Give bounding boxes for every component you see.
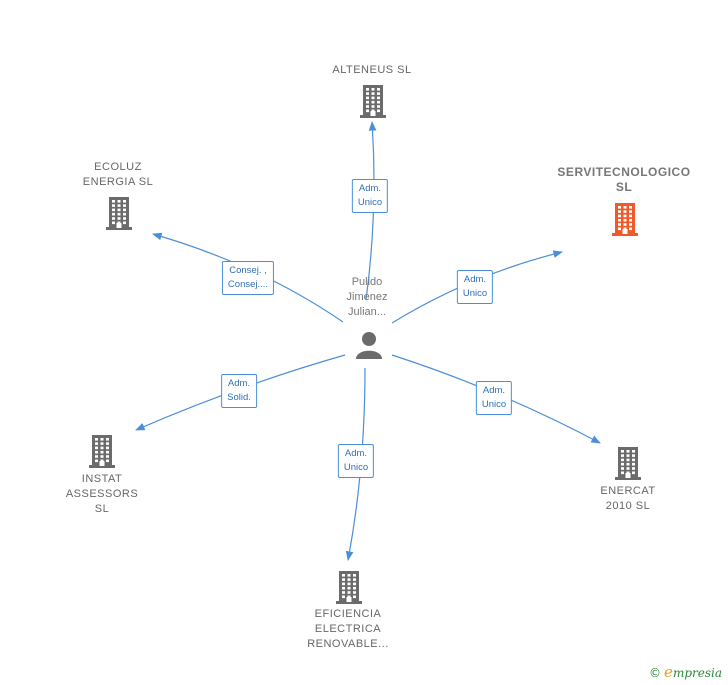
- building-icon[interactable]: [611, 202, 639, 236]
- building-icon[interactable]: [88, 434, 116, 468]
- building-icon[interactable]: [359, 84, 387, 118]
- node-label-ecoluz[interactable]: ECOLUZ ENERGIA SL: [82, 161, 154, 188]
- edge-label-alteneus[interactable]: Adm. Unico: [351, 179, 389, 213]
- building-icon[interactable]: [335, 570, 363, 604]
- copyright-symbol: ©: [649, 666, 662, 680]
- node-label-alteneus[interactable]: ALTENEUS SL: [332, 64, 412, 76]
- node-label-servitecnologico[interactable]: SERVITECNOLOGICO SL: [557, 165, 691, 194]
- edge-label-instat[interactable]: Adm. Solid.: [221, 374, 257, 408]
- node-label-eficiencia[interactable]: EFICIENCIA ELECTRICA RENOVABLE...: [307, 608, 389, 650]
- building-icon[interactable]: [105, 196, 133, 230]
- edge-label-enercat[interactable]: Adm. Unico: [475, 381, 513, 415]
- person-icon[interactable]: [354, 330, 384, 360]
- building-icon[interactable]: [614, 446, 642, 480]
- edge-label-ecoluz[interactable]: Consej. , Consej....: [221, 261, 275, 295]
- center-person-label[interactable]: Pulido Jimenez Julian...: [346, 276, 388, 318]
- brand-name: mpresia: [672, 666, 722, 680]
- node-label-instat[interactable]: INSTAT ASSESSORS SL: [65, 473, 139, 515]
- footer-brand[interactable]: ©empresia: [649, 663, 722, 681]
- node-label-enercat[interactable]: ENERCAT 2010 SL: [600, 485, 656, 512]
- edge-label-servitecnologico[interactable]: Adm. Unico: [456, 270, 494, 304]
- brand-initial: e: [664, 663, 673, 681]
- edge-label-eficiencia[interactable]: Adm. Unico: [337, 444, 375, 478]
